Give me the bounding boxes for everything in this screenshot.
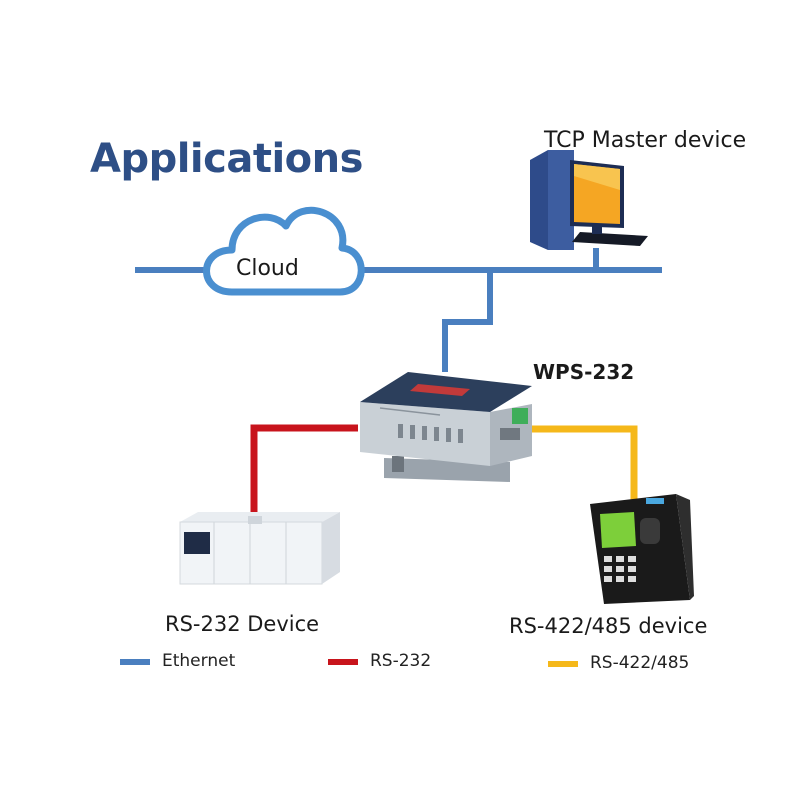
- cloud-label: Cloud: [236, 256, 299, 281]
- ethernet-link-gateway: [442, 270, 493, 372]
- legend-label-rs485: RS-422/485: [590, 653, 690, 673]
- rs485-device-label: RS-422/485 device: [509, 614, 708, 638]
- wps-232-device-icon: [360, 372, 532, 482]
- legend-swatch-ethernet: [120, 659, 150, 665]
- legend-label-ethernet: Ethernet: [162, 651, 236, 671]
- rs232-link: [250, 424, 358, 518]
- page-title: Applications: [90, 136, 363, 182]
- legend-swatch-rs232: [328, 659, 358, 665]
- wps-232-label: WPS-232: [533, 360, 635, 384]
- rs232-device-icon: [179, 512, 340, 585]
- rs485-link: [530, 425, 638, 500]
- rs232-device-label: RS-232 Device: [165, 612, 320, 636]
- legend-swatch-rs485: [548, 661, 578, 667]
- legend-label-rs232: RS-232: [370, 651, 432, 671]
- rs485-device-icon: [590, 494, 694, 604]
- tcp-master-label: TCP Master device: [544, 128, 747, 153]
- computer-icon: [530, 150, 648, 250]
- cloud-icon: [203, 206, 365, 296]
